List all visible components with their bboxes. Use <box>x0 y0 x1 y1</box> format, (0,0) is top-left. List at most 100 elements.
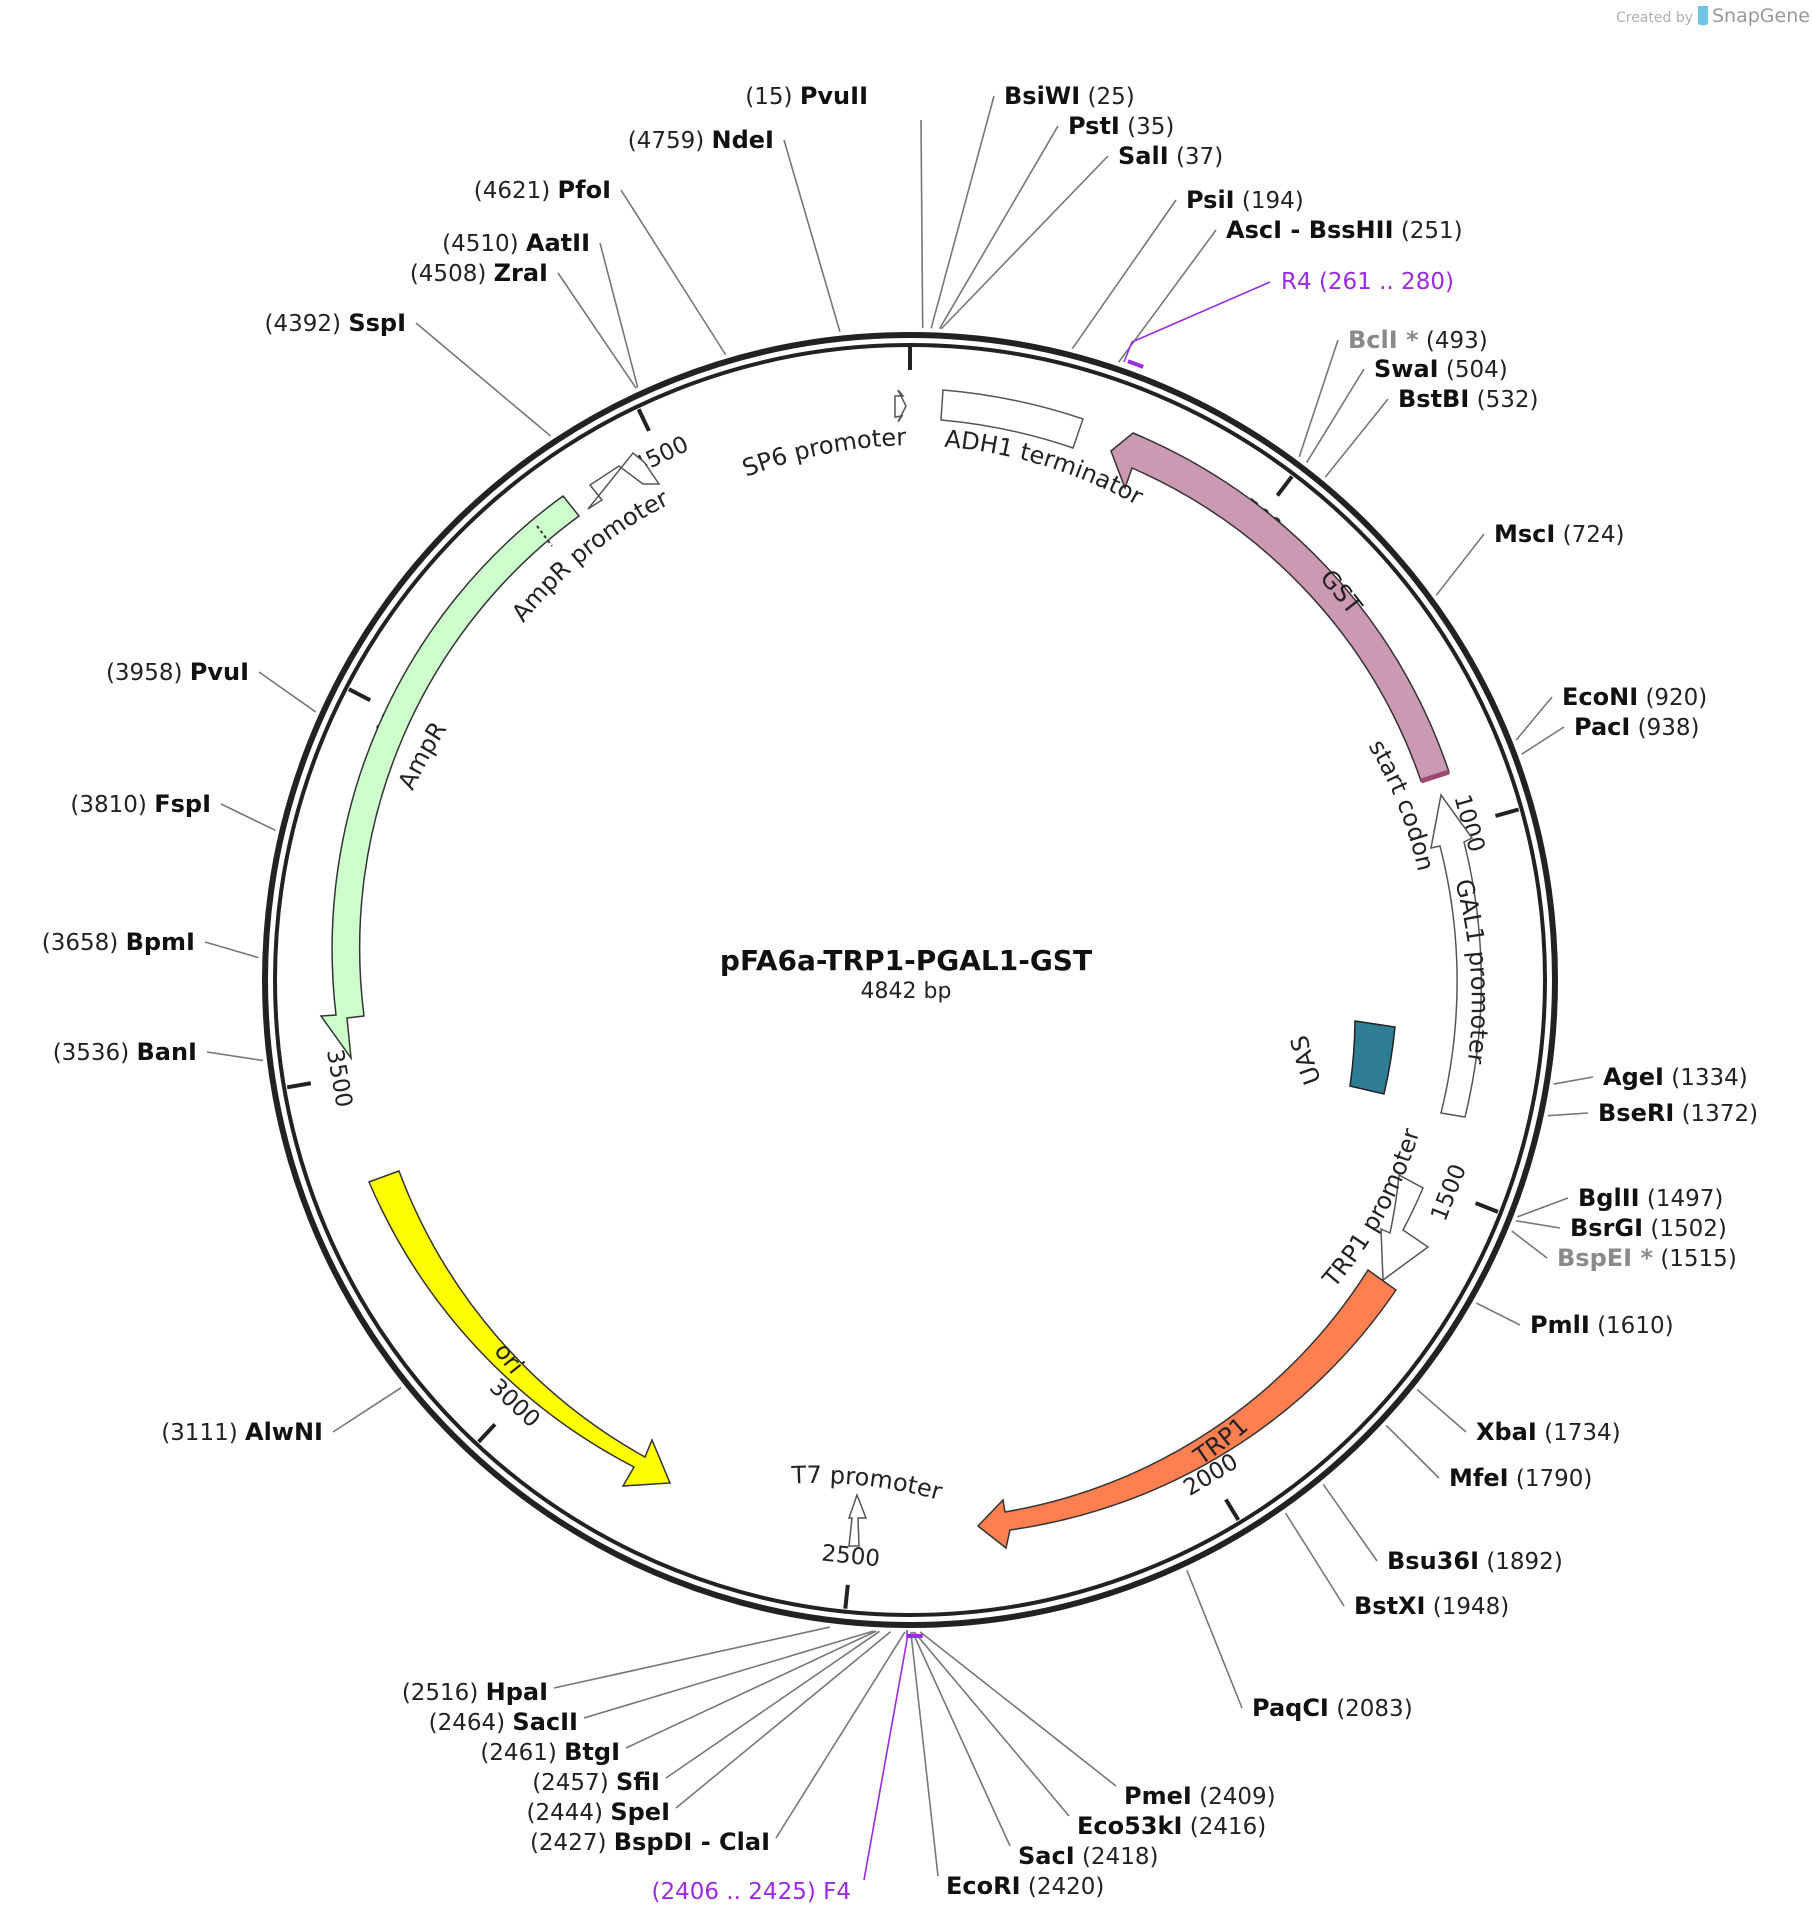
site-paqci[interactable]: PaqCI (2083) <box>1252 1694 1413 1722</box>
site-separator: - <box>692 1828 719 1856</box>
site-position: (2427) <box>530 1830 606 1856</box>
site-name: AscI <box>1226 216 1282 244</box>
site-leader-line <box>415 322 552 437</box>
site-swai[interactable]: SwaI (504) <box>1374 355 1508 383</box>
site-aatii[interactable]: (4510) AatII <box>442 229 590 257</box>
site-position: (194) <box>1242 188 1304 214</box>
site-name: BspEI <box>1557 1244 1632 1272</box>
site-fspi[interactable]: (3810) FspI <box>70 790 211 818</box>
site-position: (920) <box>1645 685 1707 711</box>
primer-name: R4 <box>1281 269 1312 295</box>
site-psti[interactable]: PstI (35) <box>1068 112 1174 140</box>
site-msci[interactable]: MscI (724) <box>1494 520 1625 548</box>
site-ecori[interactable]: EcoRI (2420) <box>946 1872 1104 1900</box>
site-pvui[interactable]: (3958) PvuI <box>106 658 249 686</box>
site-position: (1334) <box>1671 1065 1747 1091</box>
site-alwni[interactable]: (3111) AlwNI <box>161 1418 323 1446</box>
site-spei[interactable]: (2444) SpeI <box>527 1798 670 1826</box>
site-star: * <box>1632 1244 1653 1272</box>
site-label-text: (4392) SspI <box>265 309 406 337</box>
snapgene-branding: Created by SnapGene <box>1616 5 1810 27</box>
site-label-text: PacI (938) <box>1574 713 1699 741</box>
site-name: BanI <box>136 1038 197 1066</box>
site-leader-line <box>930 95 995 329</box>
tick-mark <box>1474 1201 1499 1214</box>
site-bsiwi[interactable]: BsiWI (25) <box>1004 82 1135 110</box>
site-mfei[interactable]: MfeI (1790) <box>1449 1464 1592 1492</box>
ampr-promoter-arrow <box>587 451 661 510</box>
site-pfoi[interactable]: (4621) PfoI <box>474 176 611 204</box>
site-position: (4621) <box>474 178 550 204</box>
site-hpai[interactable]: (2516) HpaI <box>402 1678 548 1706</box>
site-bspei[interactable]: BspEI * (1515) <box>1557 1244 1737 1272</box>
site-name: MscI <box>1494 520 1555 548</box>
site-psii[interactable]: PsiI (194) <box>1186 186 1304 214</box>
plasmid-name: pFA6a-TRP1-PGAL1-GST <box>720 944 1092 977</box>
site-leader-line <box>583 1630 874 1719</box>
t7-promoter-arrow <box>847 1492 868 1547</box>
tick-mark <box>286 1081 312 1090</box>
primer-arrow <box>1127 359 1144 369</box>
site-position: (4510) <box>442 231 518 257</box>
site-label-text: BspEI * (1515) <box>1557 1244 1737 1272</box>
primer-r4[interactable]: R4 (261 .. 280) <box>1281 269 1454 295</box>
site-leader-line <box>1324 398 1389 478</box>
site-bglii[interactable]: BglII (1497) <box>1578 1184 1723 1212</box>
site-saci[interactable]: SacI (2418) <box>1018 1842 1158 1870</box>
site-leader-line <box>1521 726 1565 755</box>
site-sali[interactable]: SalI (37) <box>1118 142 1223 170</box>
site-bseri[interactable]: BseRI (1372) <box>1598 1099 1758 1127</box>
site-leader-line <box>557 272 637 389</box>
site-bstbi[interactable]: BstBI (532) <box>1398 385 1538 413</box>
site-position: (1790) <box>1516 1466 1592 1492</box>
site-btgi[interactable]: (2461) BtgI <box>480 1738 620 1766</box>
site-bstxi[interactable]: BstXI (1948) <box>1354 1592 1509 1620</box>
site-leader-line <box>911 1631 1011 1847</box>
site-name: PmlI <box>1530 1311 1590 1339</box>
site-zrai[interactable]: (4508) ZraI <box>410 259 548 287</box>
site-ndei[interactable]: (4759) NdeI <box>628 126 774 154</box>
site-leader-line <box>1071 199 1177 350</box>
site-bsrgi[interactable]: BsrGI (1502) <box>1570 1214 1727 1242</box>
site-position: (1515) <box>1660 1246 1736 1272</box>
site-position: (1502) <box>1650 1216 1726 1242</box>
site-agei[interactable]: AgeI (1334) <box>1603 1063 1748 1091</box>
site-position: (2464) <box>429 1710 505 1736</box>
site-name: SacII <box>512 1708 578 1736</box>
primer-f4[interactable]: (2406 .. 2425) F4 <box>652 1879 851 1905</box>
site-paci[interactable]: PacI (938) <box>1574 713 1699 741</box>
adh1-terminator-box <box>940 389 1084 449</box>
site-pvuii[interactable]: (15) PvuII <box>745 82 868 110</box>
site-name: AgeI <box>1603 1063 1664 1091</box>
site-xbai[interactable]: XbaI (1734) <box>1476 1418 1621 1446</box>
site-pmli[interactable]: PmlI (1610) <box>1530 1311 1674 1339</box>
site-bcli[interactable]: BclI * (493) <box>1348 326 1488 354</box>
site-position: (2461) <box>480 1740 556 1766</box>
site-sfii[interactable]: (2457) SfiI <box>532 1768 660 1796</box>
site-name: SpeI <box>610 1798 670 1826</box>
site-sacii[interactable]: (2464) SacII <box>429 1708 578 1736</box>
site-sspi[interactable]: (4392) SspI <box>265 309 406 337</box>
site-position: (504) <box>1446 357 1508 383</box>
site-position: (3111) <box>161 1420 237 1446</box>
site-bani[interactable]: (3536) BanI <box>53 1038 197 1066</box>
site-label-text: (3536) BanI <box>53 1038 197 1066</box>
site-leader-line <box>675 1631 892 1809</box>
site-label-text: (2516) HpaI <box>402 1678 548 1706</box>
site-eco53ki[interactable]: Eco53kI (2416) <box>1077 1812 1266 1840</box>
site-leader-line <box>938 125 1059 330</box>
site-pmei[interactable]: PmeI (2409) <box>1124 1782 1276 1810</box>
site-label-text: (15) PvuII <box>745 82 868 110</box>
site-econi[interactable]: EcoNI (920) <box>1562 683 1707 711</box>
site-bspdi-clai[interactable]: (2427) BspDI - ClaI <box>530 1828 770 1856</box>
site-name: Eco53kI <box>1077 1812 1182 1840</box>
site-leader-line <box>206 1051 264 1062</box>
site-name: Bsu36I <box>1387 1547 1479 1575</box>
site-bpmi[interactable]: (3658) BpmI <box>42 928 195 956</box>
site-position: (938) <box>1638 715 1700 741</box>
start-codon-marker <box>1420 769 1450 784</box>
site-asci-bsshii[interactable]: AscI - BssHII (251) <box>1226 216 1463 244</box>
site-label-text: SalI (37) <box>1118 142 1223 170</box>
site-leader-line <box>1515 696 1553 741</box>
site-bsu36i[interactable]: Bsu36I (1892) <box>1387 1547 1563 1575</box>
